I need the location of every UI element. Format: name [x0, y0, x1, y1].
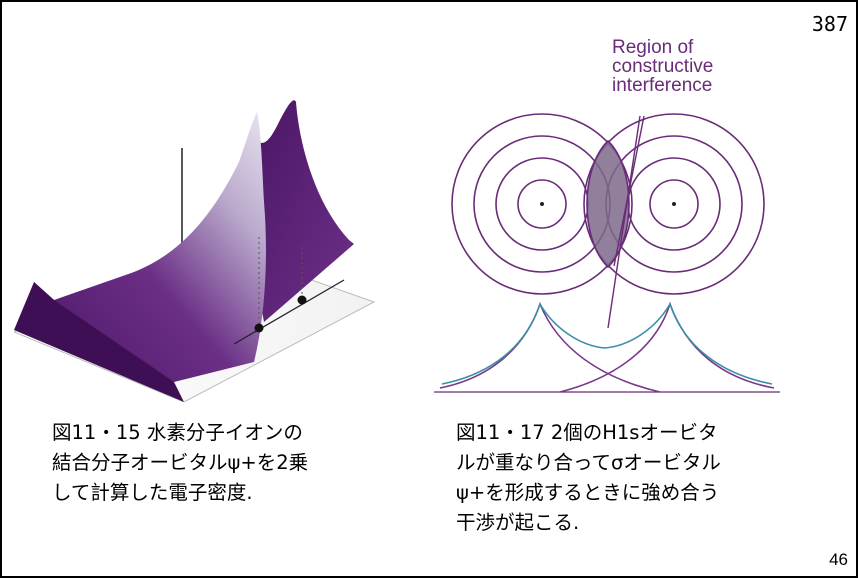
left-caption-line-2: 結合分子オービタルψ+を2乗 [52, 448, 412, 478]
page-number-bottom: 46 [829, 550, 848, 570]
nucleus-dot-2 [298, 296, 307, 305]
right-caption-line-3: ψ+を形成するときに強め合う [456, 478, 816, 508]
region-label: Region of constructive interference [612, 38, 762, 95]
right-caption-line-2: ルが重なり合ってσオービタル [456, 448, 816, 478]
right-nucleus-dot [672, 202, 676, 206]
nucleus-dot-1 [255, 324, 264, 333]
right-figure-caption: 図11・17 2個のH1sオービタ ルが重なり合ってσオービタル ψ+を形成する… [456, 418, 816, 538]
left-figure-caption: 図11・15 水素分子イオンの 結合分子オービタルψ+を2乗 して計算した電子密… [52, 418, 412, 508]
page-number-top: 387 [812, 12, 848, 36]
right-1s-curve [560, 304, 774, 392]
left-nucleus-dot [540, 202, 544, 206]
region-label-line-2: constructive [612, 57, 762, 76]
right-caption-line-4: 干渉が起こる. [456, 508, 816, 538]
region-label-line-3: interference [612, 76, 762, 95]
left-caption-line-3: して計算した電子密度. [52, 478, 412, 508]
sum-curve [442, 304, 772, 384]
right-caption-line-1: 図11・17 2個のH1sオービタ [456, 418, 816, 448]
region-label-line-1: Region of [612, 38, 762, 57]
electron-density-surface [14, 62, 394, 402]
left-caption-line-1: 図11・15 水素分子イオンの [52, 418, 412, 448]
